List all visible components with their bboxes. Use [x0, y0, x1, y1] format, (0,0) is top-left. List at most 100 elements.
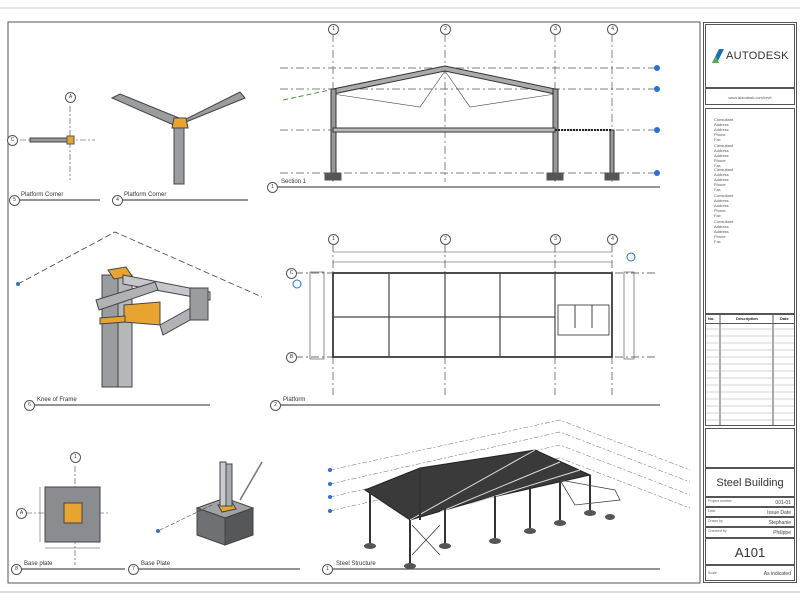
field-row: Drawn by Stephanie	[705, 517, 795, 527]
platform-plan-drawing	[292, 244, 655, 395]
grid-bubble: 1	[328, 234, 339, 245]
consultant-line: Consultant	[714, 219, 734, 224]
project-name: Steel Building	[716, 477, 784, 489]
sheet-number-box: A101	[705, 538, 795, 565]
view-number-bubble: 6	[24, 400, 35, 411]
grid-bubble: C	[286, 268, 297, 279]
project-name-box: Steel Building	[705, 468, 795, 497]
field-row: Date Issue Date	[705, 507, 795, 517]
scale-row: Scale As indicated	[705, 565, 795, 581]
steel-structure-iso-drawing	[328, 419, 691, 569]
view-title-platform-corner-4: Platform Corner	[124, 192, 167, 198]
base-plate-iso-drawing	[156, 461, 263, 546]
grid-bubble: A	[65, 92, 76, 103]
grid-bubble: 2	[440, 234, 451, 245]
consultant-line: Fax	[714, 163, 721, 168]
consultant-line: Address	[714, 153, 729, 158]
scale-label: Scale	[708, 571, 717, 575]
field-label: Date	[708, 509, 716, 513]
consultant-line: Fax	[714, 239, 721, 244]
view-number-bubble: 4	[112, 195, 123, 206]
field-row: Checked by Philippe	[705, 527, 795, 538]
autodesk-logo-icon	[712, 49, 724, 63]
view-number-bubble: 1	[322, 564, 333, 575]
consultant-line: Phone	[714, 182, 726, 187]
website-text: www.autodesk.com/revit	[728, 95, 772, 100]
grid-bubble: A	[16, 508, 27, 519]
grid-bubble: 1	[70, 452, 81, 463]
revision-table: No. Description Date	[705, 314, 795, 426]
grid-bubble: 2	[440, 24, 451, 35]
consultant-line: Consultant	[714, 143, 734, 148]
sheet-number: A101	[734, 545, 766, 560]
field-value: Issue Date	[767, 510, 791, 516]
base-plate-plan-drawing	[26, 466, 110, 565]
view-number-bubble: 8	[11, 564, 22, 575]
grid-bubble: 4	[607, 234, 618, 245]
view-number-bubble: 7	[128, 564, 139, 575]
view-title-lines	[16, 186, 660, 570]
grid-bubble: C	[7, 135, 18, 146]
revision-table-grid	[719, 315, 774, 425]
section-1-drawing	[280, 34, 660, 182]
consultant-line: Fax	[714, 213, 721, 218]
consultant-line: Consultant	[714, 167, 734, 172]
grid-bubble: 3	[550, 24, 561, 35]
view-title-knee-of-frame: Knee of Frame	[37, 397, 77, 403]
field-row: Project number 001-01	[705, 497, 795, 507]
logo-box: AUTODESK	[705, 24, 795, 88]
platform-corner-iso-drawing	[110, 91, 246, 185]
field-value: 001-01	[775, 500, 791, 506]
revision-header-row: No. Description Date	[706, 315, 794, 324]
view-title-base-plate-7: Base Plate	[141, 561, 171, 567]
consultant-line: Address	[714, 224, 729, 229]
consultant-line: Address	[714, 148, 729, 153]
consultant-line: Consultant	[714, 193, 734, 198]
knee-of-frame-drawing	[16, 231, 263, 388]
autodesk-logo-text: AUTODESK	[726, 50, 789, 62]
consultant-line: Address	[714, 172, 729, 177]
blank-box	[705, 428, 795, 468]
field-label: Drawn by	[708, 519, 723, 523]
revision-header-description: Description	[736, 316, 759, 321]
consultant-line: Consultant	[714, 117, 734, 122]
consultant-line: Address	[714, 203, 729, 208]
view-number-bubble: 1	[267, 182, 278, 193]
grid-bubble: 3	[550, 234, 561, 245]
scale-value: As indicated	[763, 571, 791, 577]
consultant-line: Fax	[714, 187, 721, 192]
field-label: Checked by	[708, 529, 727, 533]
consultant-line: Fax	[714, 137, 721, 142]
consultant-line: Phone	[714, 132, 726, 137]
title-block	[703, 22, 797, 583]
consultant-line: Address	[714, 127, 729, 132]
view-number-bubble: 5	[9, 195, 20, 206]
consultant-line: Phone	[714, 158, 726, 163]
revision-header-no: No.	[708, 316, 715, 321]
consultant-line: Address	[714, 122, 729, 127]
consultant-line: Address	[714, 198, 729, 203]
grid-bubble: 4	[607, 24, 618, 35]
revision-header-date: Date	[780, 316, 789, 321]
grid-bubble: B	[286, 352, 297, 363]
field-value: Stephanie	[768, 520, 791, 526]
view-title-platform-corner-5: Platform Corner	[21, 192, 64, 198]
consultant-line: Address	[714, 229, 729, 234]
view-number-bubble: 2	[270, 400, 281, 411]
platform-corner-plan-drawing	[20, 106, 95, 180]
field-value: Philippe	[773, 530, 791, 536]
consultant-line: Address	[714, 177, 729, 182]
view-title-platform: Platform	[283, 397, 306, 403]
consultant-line: Phone	[714, 208, 726, 213]
field-label: Project number	[708, 499, 732, 503]
grid-bubble: 1	[328, 24, 339, 35]
view-title-base-plate-8: Base plate	[24, 561, 53, 567]
view-title-steel-structure: Steel Structure	[336, 561, 376, 567]
